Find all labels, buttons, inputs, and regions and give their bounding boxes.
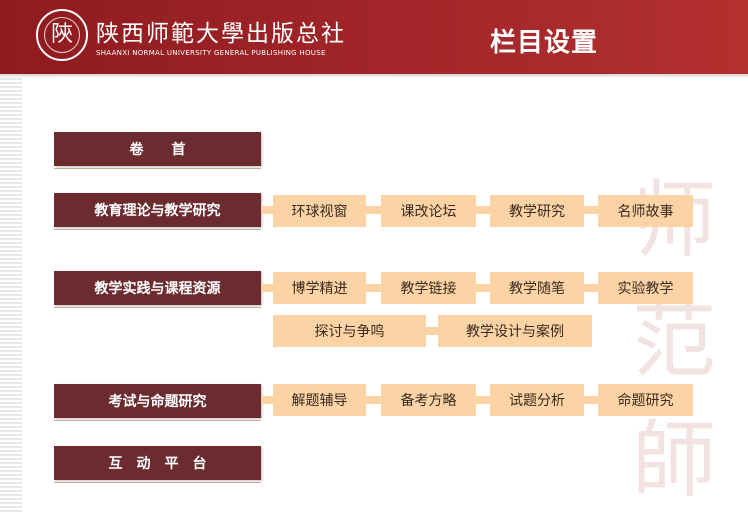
decorative-stripe (0, 78, 22, 512)
subitem-reform-forum: 课改论坛 (381, 195, 476, 227)
row-connector (366, 396, 381, 404)
publisher-name-english: SHAANXI NORMAL UNIVERSITY GENERAL PUBLIS… (96, 49, 326, 57)
subitem-problem-solving-guidance: 解题辅导 (273, 384, 366, 416)
category-juanshou: 卷 首 (54, 132, 261, 166)
category-interactive-platform: 互 动 平 台 (54, 446, 261, 480)
subitem-global-view: 环球视窗 (273, 195, 366, 227)
subitem-question-analysis: 试题分析 (490, 384, 584, 416)
publisher-name: 陕西师範大學出版总社 (96, 21, 346, 47)
row-connector (261, 284, 273, 292)
row-connector (584, 284, 598, 292)
subitem-experimental-teaching: 实验教学 (598, 272, 693, 304)
logo-seal-glyph: 陝 (44, 17, 80, 53)
subitem-teaching-research: 教学研究 (490, 195, 584, 227)
subitem-question-setting-research: 命题研究 (598, 384, 693, 416)
subitem-teaching-links: 教学链接 (381, 272, 476, 304)
watermark-char: 范 (631, 291, 716, 389)
row-connector (476, 284, 490, 292)
watermark-char: 師 (631, 411, 716, 509)
subitem-discussion-debate: 探讨与争鸣 (273, 315, 426, 347)
category-underline (54, 229, 261, 230)
subitem-design-and-cases: 教学设计与案例 (438, 315, 592, 347)
row-connector (261, 396, 273, 404)
row-connector (426, 327, 438, 335)
header-shadow (0, 74, 748, 78)
row-connector (366, 284, 381, 292)
page-title: 栏目设置 (490, 28, 599, 58)
category-exam-research: 考试与命题研究 (54, 384, 261, 418)
row-connector (261, 206, 273, 214)
header-banner (0, 0, 748, 74)
subitem-master-teacher-story: 名师故事 (598, 195, 693, 227)
row-connector (476, 206, 490, 214)
row-connector (366, 206, 381, 214)
row-connector (584, 396, 598, 404)
category-underline (54, 420, 261, 421)
subitem-teaching-essays: 教学随笔 (490, 272, 584, 304)
category-education-theory: 教育理论与教学研究 (54, 193, 261, 227)
category-teaching-practice: 教学实践与课程资源 (54, 271, 261, 305)
category-underline (54, 482, 261, 483)
category-underline (54, 168, 261, 169)
subitem-erudite-progress: 博学精进 (273, 272, 366, 304)
row-connector (584, 206, 598, 214)
publisher-logo: 陝 (36, 9, 88, 61)
category-underline (54, 307, 261, 308)
row-connector (476, 396, 490, 404)
subitem-exam-strategy: 备考方略 (381, 384, 476, 416)
